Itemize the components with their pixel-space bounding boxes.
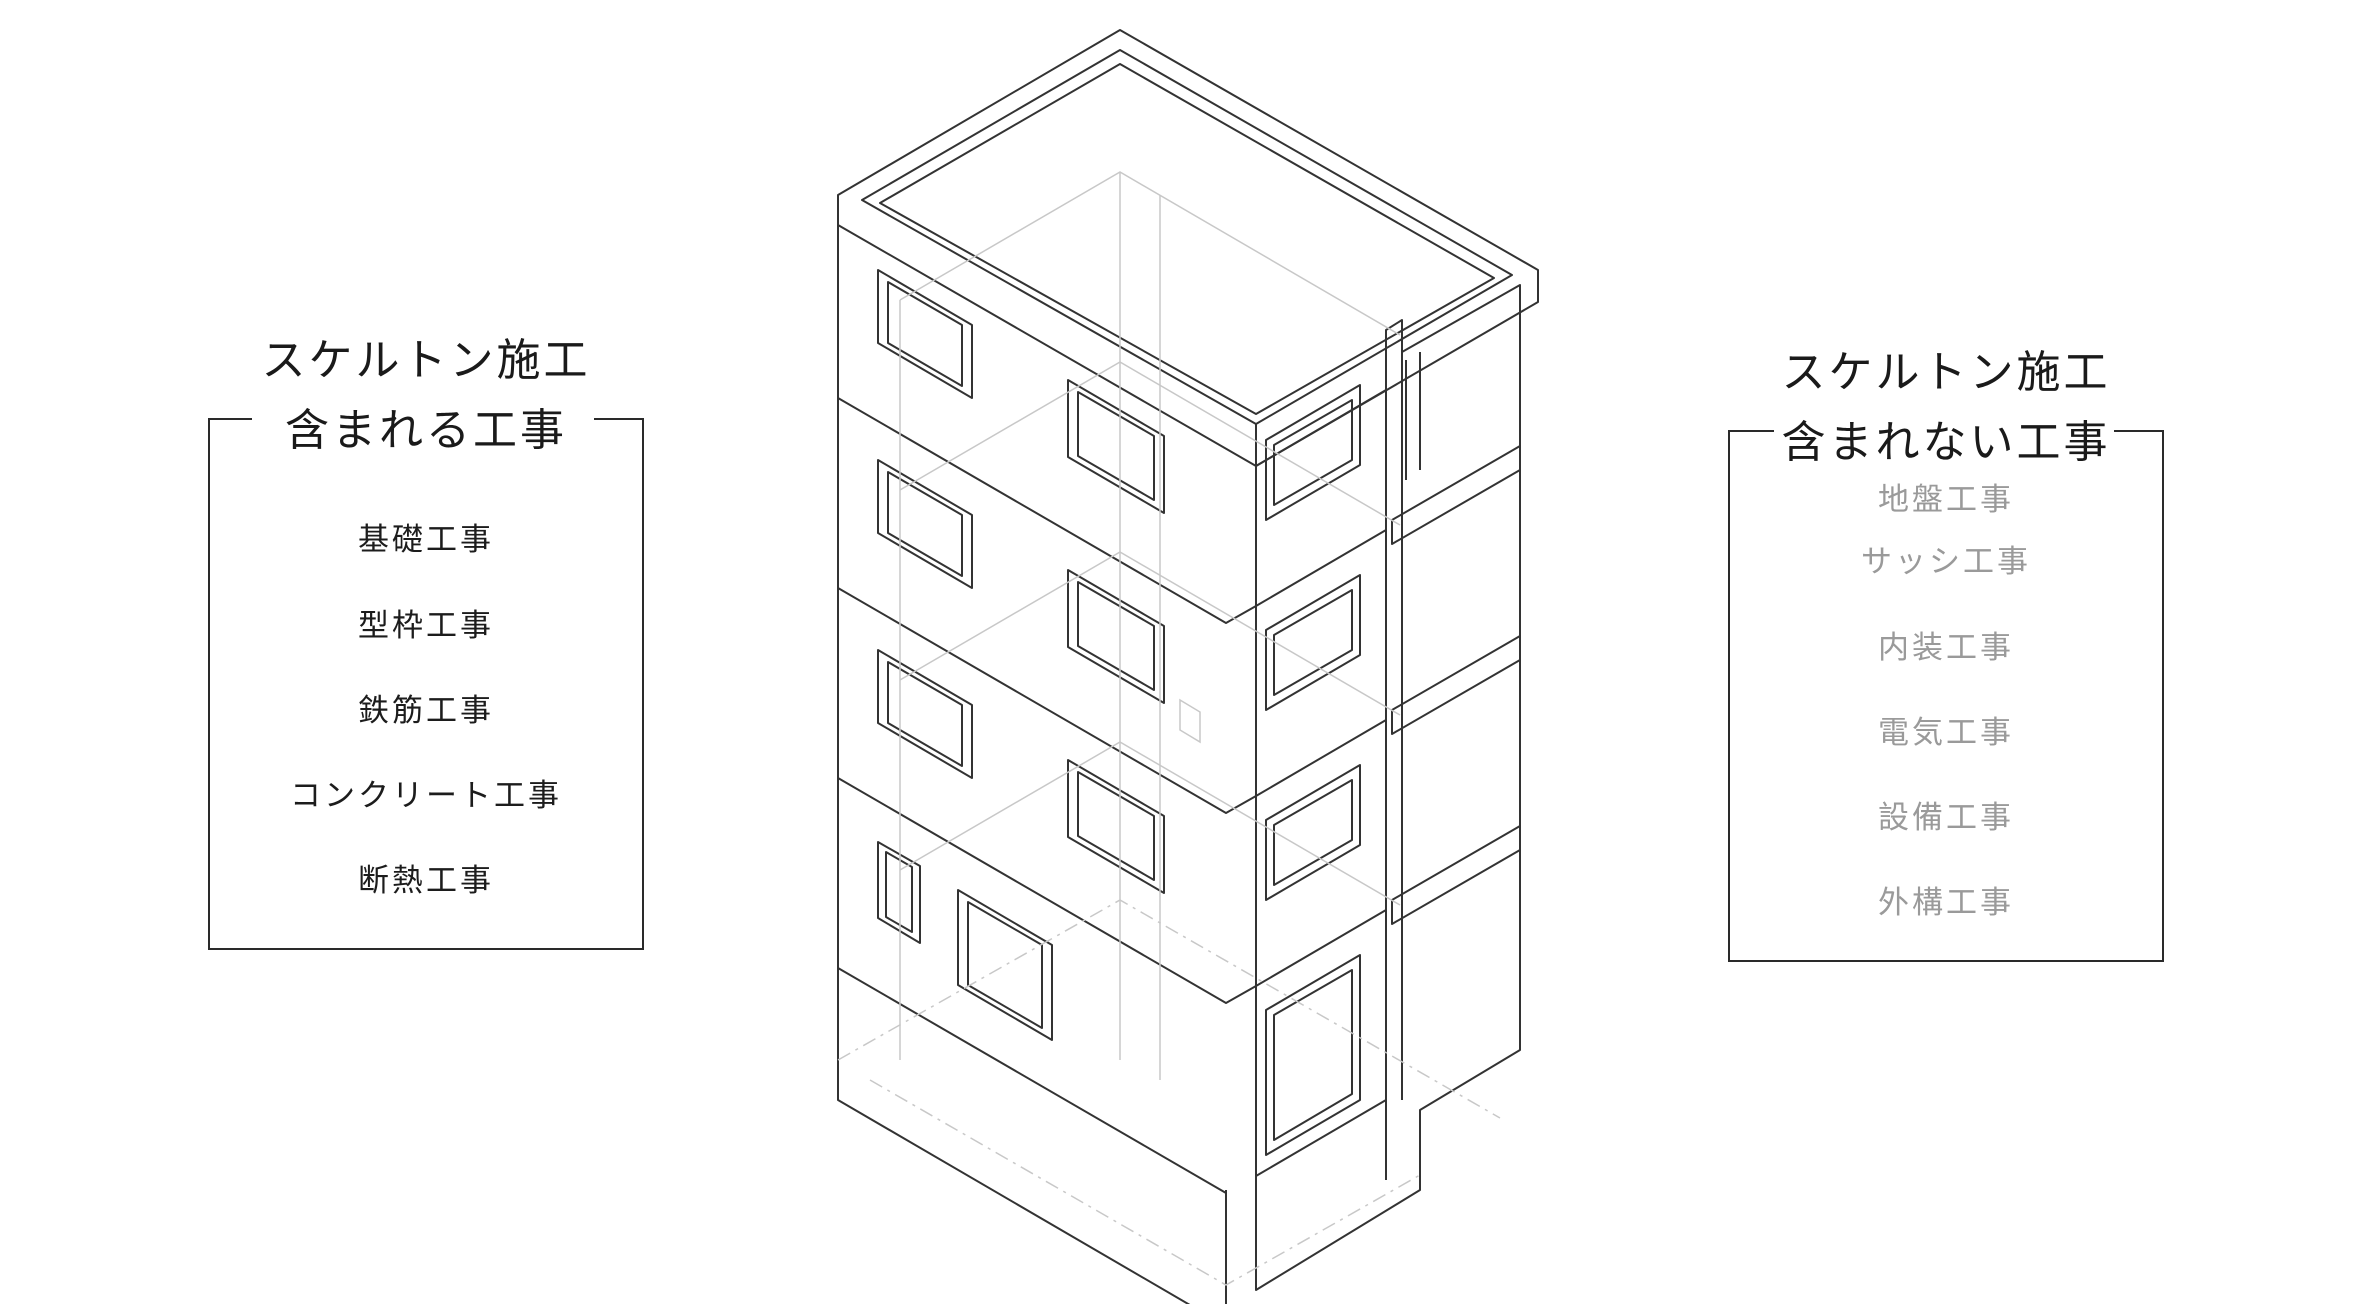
frame-top-left-line [1730, 430, 1774, 432]
list-item: 設備工事 [1878, 800, 2014, 836]
list-item: コンクリート工事 [290, 778, 562, 814]
roof-parapet-inner2 [879, 63, 1495, 415]
right-windows [1265, 384, 1361, 1156]
excluded-title-line1: スケルトン施工 [1781, 347, 2111, 398]
list-item: サッシ工事 [1861, 544, 2031, 580]
floor-line-3 [837, 397, 1257, 624]
main-left-face [837, 225, 1191, 1304]
roof-parapet-inner [861, 49, 1513, 425]
list-item: 内装工事 [1878, 630, 2014, 666]
balcony-slab-3 [1391, 635, 1521, 735]
list-item: 外構工事 [1878, 885, 2014, 921]
included-title-line2: 含まれる工事 [285, 405, 567, 456]
ground-line [837, 967, 1227, 1194]
list-item: 鉄筋工事 [358, 693, 494, 729]
included-title-line1: スケルトン施工 [261, 335, 591, 386]
left-windows [877, 269, 1165, 1041]
excluded-title: スケルトン施工 含まれない工事 [1730, 338, 2162, 478]
roof-outline [837, 29, 1539, 467]
list-item: 型枠工事 [358, 608, 494, 644]
floor-line-2 [837, 587, 1257, 814]
balcony-slab-4 [1391, 445, 1521, 545]
included-works-panel: スケルトン施工 含まれる工事 基礎工事 型枠工事 鉄筋工事 コンクリート工事 断… [208, 335, 644, 950]
frame-top-right-line [594, 418, 642, 420]
frame-top-right-line [2114, 430, 2162, 432]
floor-line-1 [837, 777, 1257, 1004]
list-item: 地盤工事 [1878, 482, 2014, 518]
frame-top-left-line [210, 418, 252, 420]
included-title: スケルトン施工 含まれる工事 [210, 326, 642, 466]
excluded-works-panel: スケルトン施工 含まれない工事 地盤工事 サッシ工事 内装工事 電気工事 設備工… [1728, 347, 2164, 962]
list-item: 基礎工事 [358, 522, 494, 558]
balcony-slab-2 [1391, 825, 1521, 925]
list-item: 断熱工事 [358, 863, 494, 899]
excluded-title-line2: 含まれない工事 [1781, 417, 2111, 468]
right-side-face [1255, 284, 1521, 1291]
list-item: 電気工事 [1878, 715, 2014, 751]
